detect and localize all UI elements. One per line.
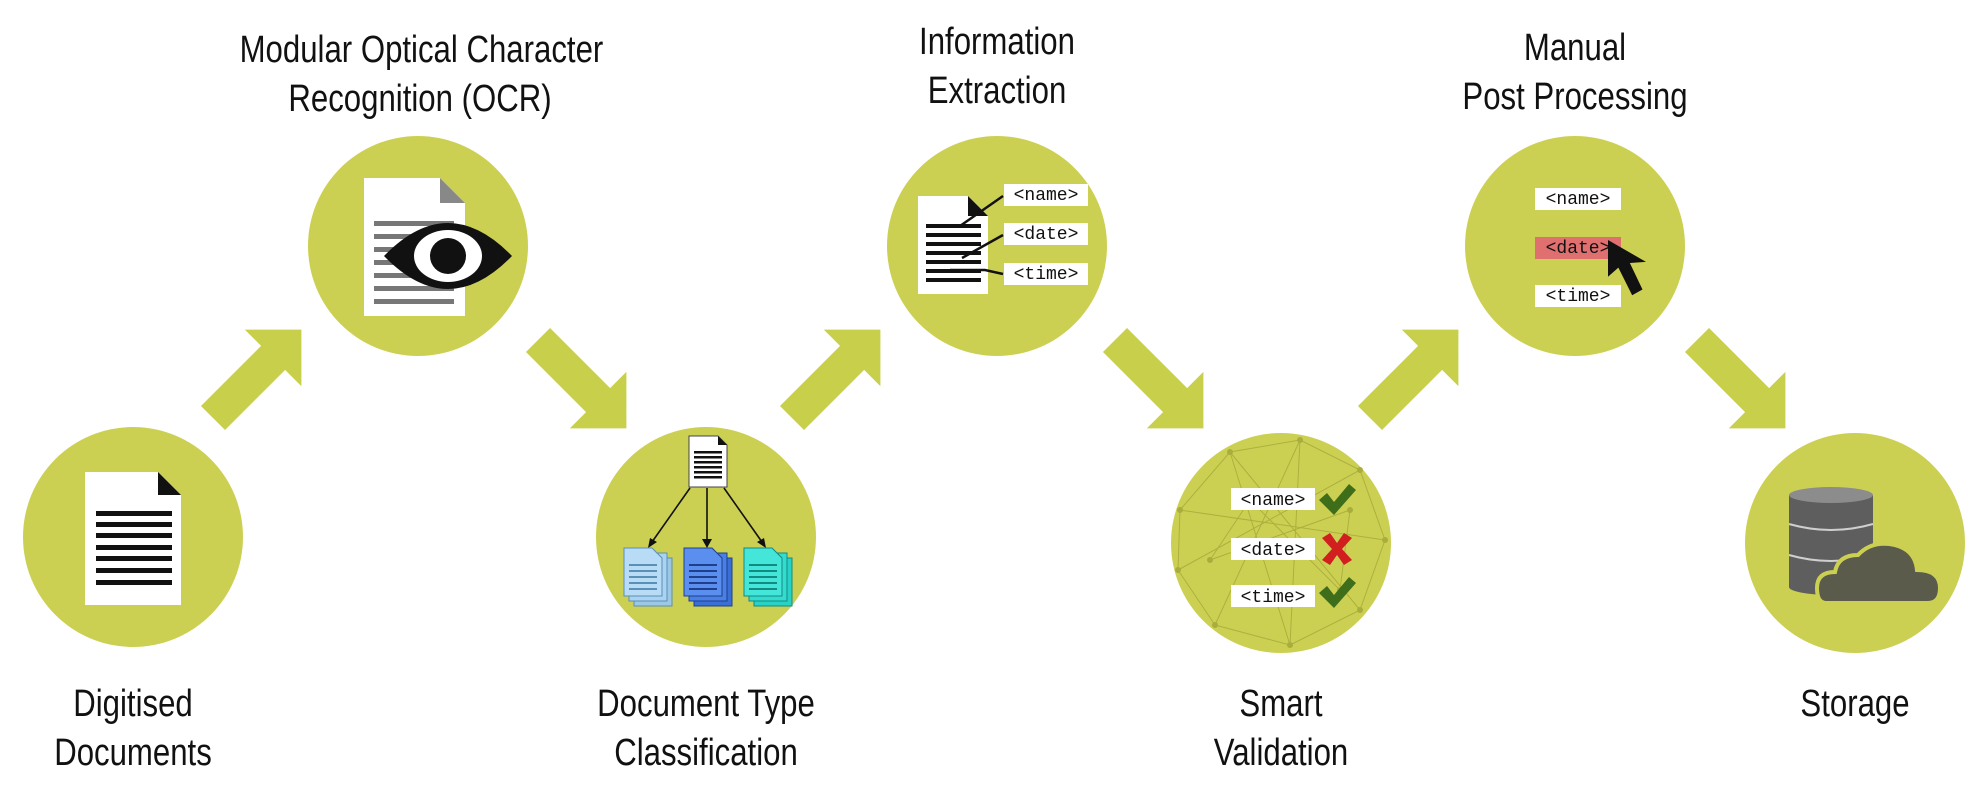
label-storage: Storage — [1800, 683, 1910, 725]
cross-icon — [1322, 533, 1352, 565]
document-icon — [85, 472, 181, 605]
check-icon — [1319, 577, 1356, 608]
validation-tag-name: <name> — [1241, 491, 1306, 511]
post-tag-date: <date> — [1546, 239, 1611, 259]
arrow-ocr-to-classification — [525, 327, 627, 429]
post-tag-time: <time> — [1546, 287, 1611, 307]
extraction-icon: <name> <date> <time> — [918, 184, 1088, 294]
validation-tag-date: <date> — [1241, 541, 1306, 561]
ocr-eye-icon — [364, 178, 512, 316]
arrow-digitised-to-ocr — [200, 329, 302, 431]
extraction-tag-time: <time> — [1014, 265, 1079, 285]
check-icon — [1319, 484, 1356, 515]
post-tag-name: <name> — [1546, 190, 1611, 210]
validation-icon: <name> <date> <time> — [1175, 437, 1388, 648]
arrow-postprocessing-to-storage — [1684, 327, 1786, 429]
arrow-classification-to-extraction — [779, 329, 881, 431]
extraction-tag-date: <date> — [1014, 225, 1079, 245]
validation-tag-time: <time> — [1241, 588, 1306, 608]
flow-arrows — [200, 327, 1786, 431]
classification-icon — [623, 435, 793, 607]
postprocessing-icon: <name> <date> <time> — [1535, 188, 1646, 307]
cursor-icon — [1608, 240, 1646, 296]
extraction-tag-name: <name> — [1014, 186, 1079, 206]
storage-icon — [1788, 487, 1943, 605]
arrow-extraction-to-validation — [1102, 327, 1204, 429]
arrow-validation-to-postprocessing — [1357, 329, 1459, 431]
cloud-icon — [1814, 541, 1943, 605]
